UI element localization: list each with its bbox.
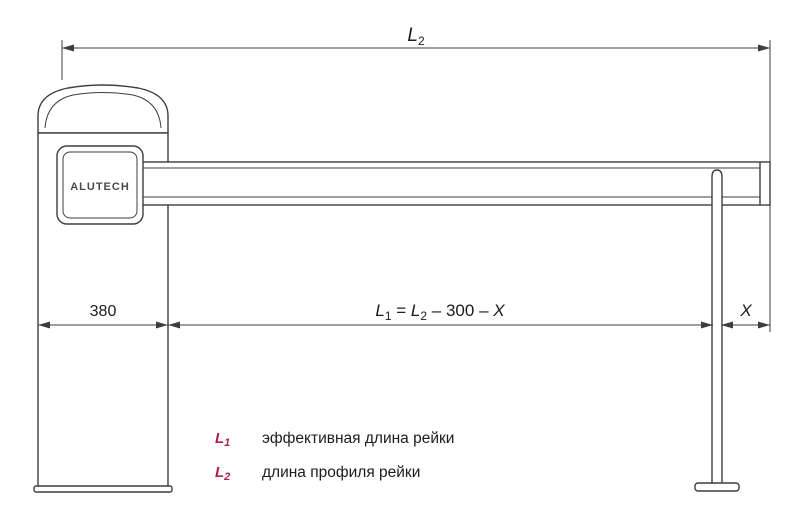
logo-plate-outer [56, 145, 144, 225]
dim-x-label: X [739, 301, 752, 320]
dim-380-label: 380 [90, 303, 117, 320]
l2-label: L2 [407, 25, 425, 48]
dim380-arrow-left [38, 321, 50, 329]
l2-arrow-left [62, 44, 74, 52]
l2-arrow-right [758, 44, 770, 52]
boom-profile [119, 161, 771, 206]
dim380-arrow-right [156, 321, 168, 329]
dim-l1-formula: L1 = L2 – 300 – X [375, 301, 505, 323]
support-post-foot [694, 482, 740, 492]
legend: L1 эффективная длина рейки L2 длина проф… [215, 430, 454, 483]
legend-symbol-l1: L1 [215, 430, 230, 449]
boom [119, 161, 771, 206]
support-post-rod [711, 169, 723, 485]
cabinet-base [33, 485, 173, 493]
legend-label-l1: эффективная длина рейки [262, 430, 454, 447]
dimension-l2: L2 [61, 25, 771, 332]
cabinet-dome [37, 84, 169, 134]
support-post [694, 169, 740, 492]
logo-plate: ALUTECH [56, 145, 144, 225]
dimL1-arrow-left [168, 321, 180, 329]
brand-logo-text: ALUTECH [70, 181, 130, 193]
dimX-arrow-left [721, 321, 733, 329]
dimL1-arrow-right [701, 321, 713, 329]
dimX-arrow-right [758, 321, 770, 329]
legend-label-l2: длина профиля рейки [262, 464, 420, 481]
logo-plate-inner [62, 151, 138, 219]
dimension-chain: 380 L1 = L2 – 300 – X X [38, 301, 770, 329]
cabinet-dome-inner-line [44, 92, 162, 129]
legend-symbol-l2: L2 [215, 464, 230, 483]
